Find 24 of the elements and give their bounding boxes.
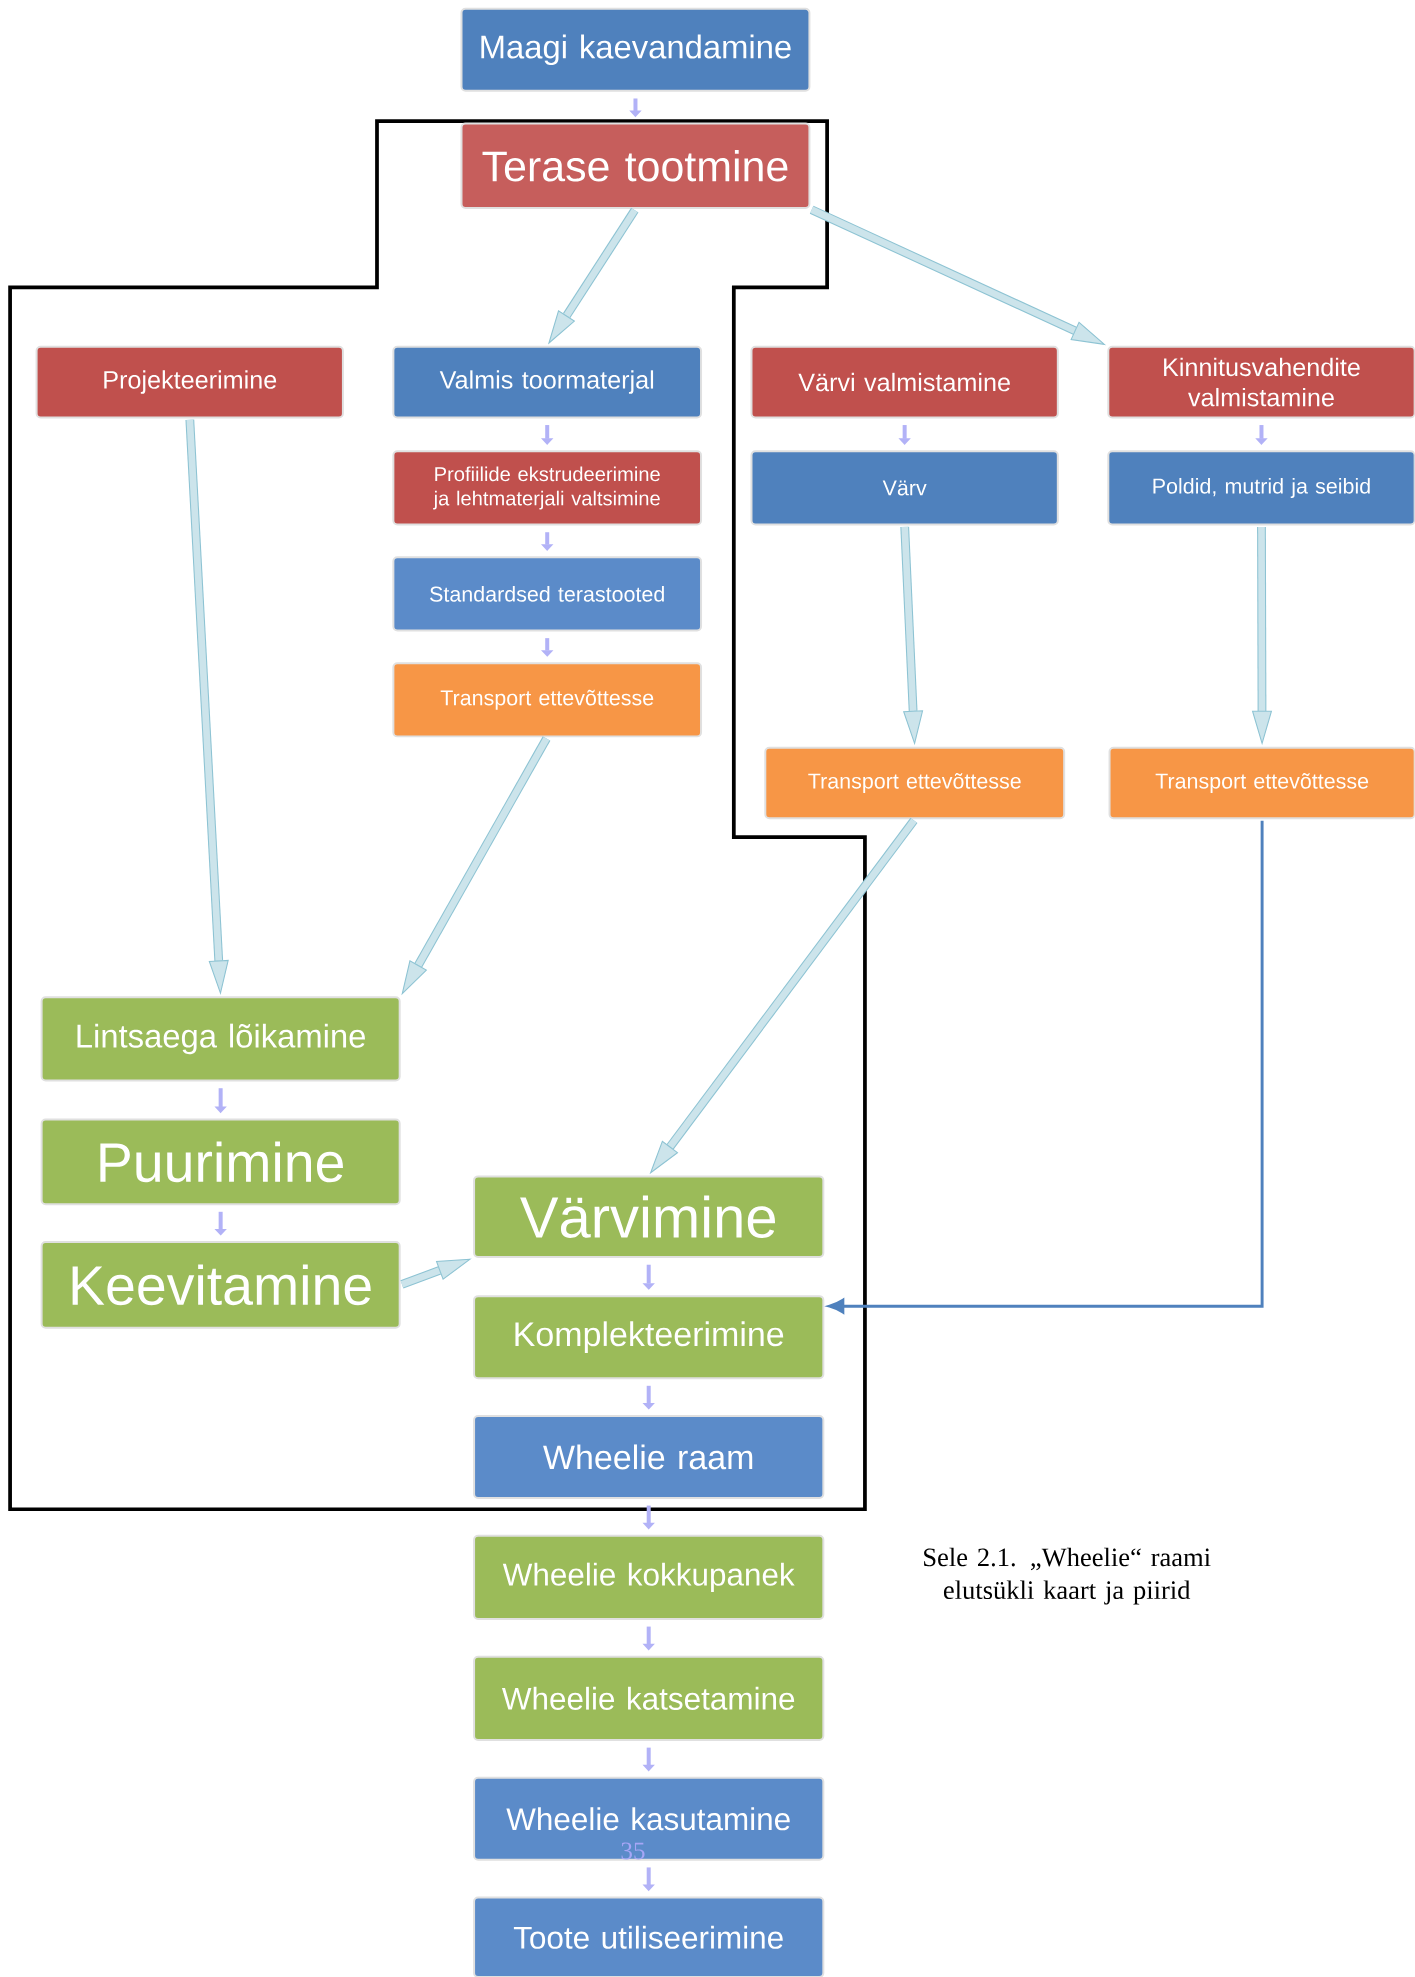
process-box: Transport ettevõttesse: [1108, 746, 1415, 820]
process-box: Värvi valmistamine: [750, 345, 1059, 419]
process-box: Toote utiliseerimine: [473, 1896, 825, 1977]
process-box: Maagi kaevandamine: [460, 7, 811, 92]
process-box: Lintsaega lõikamine: [40, 996, 401, 1082]
process-box: Profiilide ekstrudeerimine ja lehtmaterjali valtsimine: [392, 450, 703, 526]
process-box: Värvimine: [473, 1175, 825, 1259]
process-box: Keevitamine: [40, 1240, 401, 1329]
process-box: Poldid, mutrid ja seibid: [1107, 450, 1415, 526]
page-number: 35: [621, 1842, 645, 1860]
caption: Sele 2.1. „Wheelie“ raami elutsükli kaart ja piirid: [924, 1547, 1211, 1605]
process-box: Wheelie raam: [473, 1414, 825, 1499]
process-box: Terase tootmine: [460, 122, 811, 210]
process-box: Komplekteerimine: [473, 1295, 825, 1380]
process-box: Transport ettevõttesse: [392, 662, 703, 738]
process-box: Wheelie kokkupanek: [473, 1534, 825, 1620]
process-box: Kinnitusvahendite valmistamine: [1107, 345, 1415, 419]
process-box: Projekteerimine: [35, 345, 345, 419]
process-box: Puurimine: [40, 1118, 401, 1206]
process-box: Valmis toormaterjal: [392, 345, 703, 419]
process-box: Standardsed terastooted: [392, 556, 703, 632]
process-box: Värv: [750, 450, 1059, 526]
process-box: Wheelie katsetamine: [473, 1655, 825, 1741]
process-box: Transport ettevõttesse: [764, 746, 1066, 820]
